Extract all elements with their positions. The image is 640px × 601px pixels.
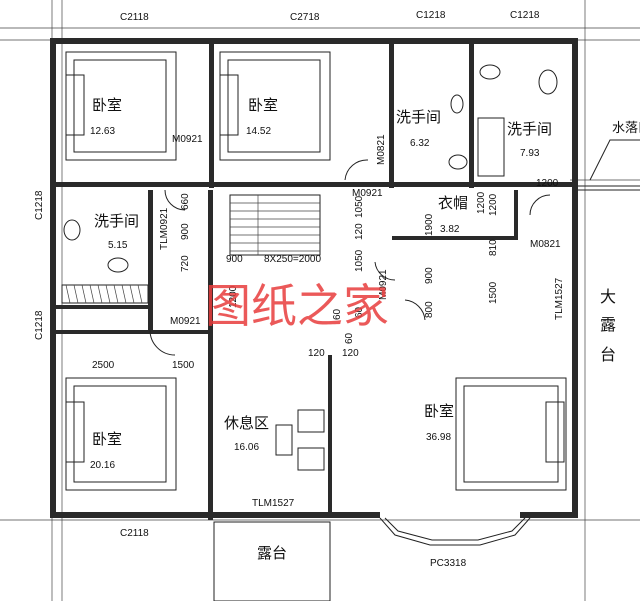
room-area: 36.98 — [426, 432, 451, 443]
terrace-char: 台 — [600, 345, 616, 364]
walls — [50, 38, 578, 520]
room-area: 6.32 — [410, 138, 430, 149]
dimension: 1500 — [488, 281, 499, 304]
window-tag: C1218 — [510, 10, 540, 21]
dimension: 1200 — [488, 193, 499, 216]
door-tag: TLM1527 — [554, 277, 565, 320]
room-name: 卧室 — [424, 402, 454, 420]
dimension: 900 — [226, 254, 243, 265]
east-terrace-label: 大 露 台 — [600, 287, 616, 364]
bed-master — [455, 377, 567, 491]
dimension: 1200 — [228, 285, 239, 308]
dimension: 1200 — [536, 178, 559, 189]
dimension: 60 — [332, 308, 343, 320]
dimension: 800 — [424, 301, 435, 318]
bath-fixtures — [63, 64, 558, 273]
room-name: 衣帽 — [438, 194, 468, 212]
dimension: 60 — [344, 332, 355, 344]
room-name: 卧室 — [92, 96, 122, 114]
door-tag: M0821 — [376, 134, 387, 165]
window-labels: C2118 C2718 C1218 C1218 C1218 C1218 C211… — [34, 10, 540, 569]
dimension: 120 — [354, 223, 365, 240]
window-tag: C1218 — [34, 310, 45, 340]
window-tag: PC3318 — [430, 558, 467, 569]
room-area: 3.82 — [440, 224, 460, 235]
door-swings — [149, 159, 551, 356]
window-tag: C1218 — [416, 10, 446, 21]
door-tag: TLM1527 — [252, 498, 295, 509]
room-area: 5.15 — [108, 240, 128, 251]
room-name: 洗手间 — [507, 120, 552, 138]
door-tag: M0921 — [172, 134, 203, 145]
room-name: 洗手间 — [396, 108, 441, 126]
door-tag: M0921 — [352, 188, 383, 199]
dimension: 1500 — [172, 360, 195, 371]
room-name: 洗手间 — [94, 212, 139, 230]
window-tag: C2118 — [120, 12, 149, 23]
drain-label: 水落口 — [612, 121, 640, 136]
dimension: 120 — [342, 348, 359, 359]
balcony-outlines — [213, 139, 640, 601]
dimension: 60 — [354, 306, 365, 318]
terrace-char: 大 — [600, 287, 616, 306]
dimension: 1200 — [476, 191, 487, 214]
bed-sw — [65, 377, 177, 491]
door-tag: M0821 — [530, 239, 561, 250]
door-tag: M0921 — [378, 269, 389, 300]
room-area: 20.16 — [90, 460, 115, 471]
dimension: 660 — [180, 193, 191, 210]
terrace-label: 露台 — [257, 544, 287, 562]
room-name: 休息区 — [224, 414, 269, 432]
dimension: 900 — [180, 223, 191, 240]
room-name: 卧室 — [92, 430, 122, 448]
dimension: 1050 — [354, 195, 365, 218]
room-area: 16.06 — [234, 442, 259, 453]
door-tag: M0921 — [170, 316, 201, 327]
dimension: 1900 — [424, 213, 435, 236]
room-labels: 卧室 12.63 卧室 14.52 洗手间 6.32 洗手间 7.93 洗手间 … — [90, 96, 640, 562]
dimension: 810 — [488, 239, 499, 256]
door-tag: TLM0921 — [159, 207, 170, 250]
bed-n — [219, 51, 331, 161]
dimension: 120 — [308, 348, 325, 359]
dimension-labels: 1200 660 900 720 900 8X250=2000 1050 120… — [92, 178, 559, 371]
bed-nw — [65, 51, 177, 161]
dimension: 720 — [180, 255, 191, 272]
window-tag: C2718 — [290, 12, 320, 23]
watermark: 图纸之家 — [205, 279, 389, 333]
terrace-char: 露 — [600, 315, 616, 334]
dimension: 2500 — [92, 360, 115, 371]
window-tag: C2118 — [120, 528, 149, 539]
room-area: 12.63 — [90, 126, 115, 137]
wardrobe — [61, 284, 149, 304]
room-area: 7.93 — [520, 148, 540, 159]
room-area: 14.52 — [246, 126, 271, 137]
dimension: 8X250=2000 — [264, 254, 321, 265]
dimension: 1050 — [354, 249, 365, 272]
room-name: 卧室 — [248, 96, 278, 114]
lounge-furniture — [275, 409, 325, 471]
window-tag: C1218 — [34, 190, 45, 220]
door-labels: M0921 M0821 M0921 TLM0921 M0921 M0921 M0… — [159, 134, 565, 509]
staircase — [229, 194, 321, 256]
dimension: 900 — [424, 267, 435, 284]
